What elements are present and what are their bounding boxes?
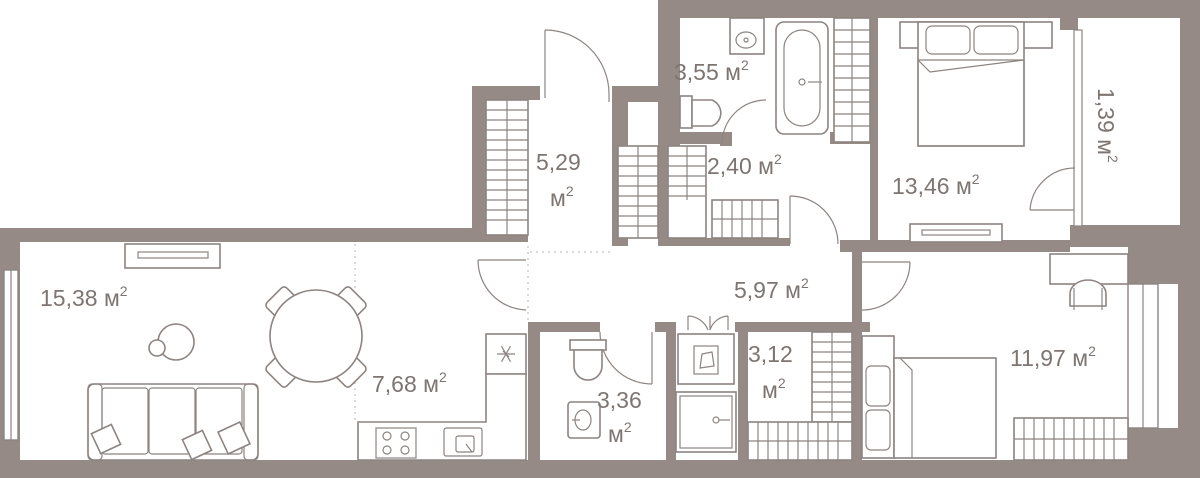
sink-icon xyxy=(567,401,601,439)
stove-icon xyxy=(375,427,417,459)
area-label-closet-unit: м2 xyxy=(762,375,786,403)
area-label-bath-small: 3,36 xyxy=(597,387,642,413)
wardrobe-icon xyxy=(485,17,1129,461)
area-label-wardrobe-left-unit: м2 xyxy=(550,183,574,211)
area-label-wardrobe-left: 5,29 xyxy=(536,149,581,175)
window-right xyxy=(1127,283,1159,429)
sofa-icon xyxy=(87,383,259,461)
area-label-hall: 5,97 м2 xyxy=(734,275,809,303)
tv-stand xyxy=(909,223,1003,243)
kitchen-counter xyxy=(357,333,527,461)
desk-chair-icon xyxy=(1049,253,1129,310)
area-label-living: 15,38 м2 xyxy=(40,283,128,311)
washing-machine-icon xyxy=(677,333,735,385)
dining-table-icon xyxy=(265,286,367,388)
area-label-bedroom-2: 11,97 м2 xyxy=(1010,343,1096,371)
bathtub-icon xyxy=(775,21,829,135)
snowflake-icon xyxy=(497,345,515,363)
area-label-bath-small-unit: м2 xyxy=(608,419,632,447)
toilet-icon xyxy=(569,339,607,381)
tv-stand xyxy=(124,243,221,269)
sink-icon xyxy=(443,427,483,457)
balcony-frame xyxy=(1073,29,1083,227)
area-label-dressing: 2,40 м2 xyxy=(707,151,782,179)
area-label-kitchen: 7,68 м2 xyxy=(372,369,447,397)
sink-icon xyxy=(729,17,765,55)
area-label-bath-main: 3,55 м2 xyxy=(674,57,749,85)
bed-icon xyxy=(899,21,1053,147)
area-labels: 15,38 м2 7,68 м2 5,29 м2 3,55 м2 2,40 м2… xyxy=(40,57,1121,447)
toilet-icon xyxy=(679,95,722,129)
window-left xyxy=(3,269,19,441)
area-label-balcony: 1,39 м2 xyxy=(1093,88,1121,163)
bed-icon xyxy=(861,335,997,459)
area-label-closet: 3,12 xyxy=(748,341,793,367)
area-label-bedroom-1: 13,46 м2 xyxy=(892,171,980,199)
coffee-table-icon xyxy=(148,323,195,361)
shower-icon xyxy=(675,391,737,453)
